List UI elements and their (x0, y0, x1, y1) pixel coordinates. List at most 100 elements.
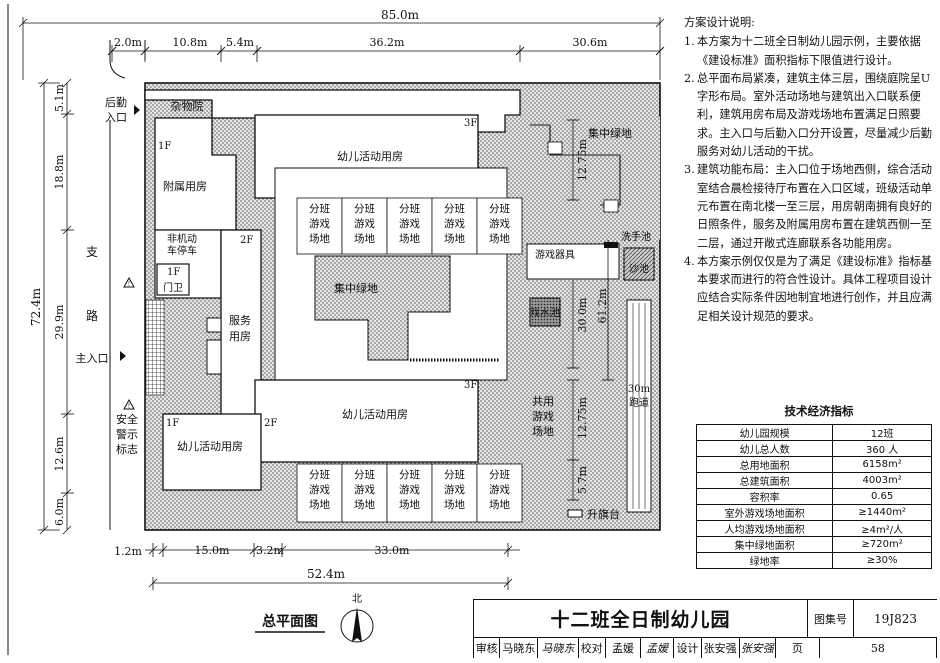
green-bench (603, 199, 619, 213)
atlas-label: 图集号 (808, 600, 854, 638)
play-field-label: 场地 (444, 232, 465, 245)
tech-value: ≥720m² (832, 536, 932, 553)
play-field-label: 场地 (489, 232, 510, 245)
play-field-label: 游戏 (489, 217, 510, 230)
green-bench (547, 141, 563, 155)
dim-inner: 12.75m (576, 138, 589, 180)
tech-value: 12班 (832, 424, 932, 441)
play-field-label: 场地 (354, 498, 375, 511)
dim-top-total: 85.0m (381, 8, 420, 22)
safety-label: 安全 (116, 412, 138, 426)
svg-text:!: ! (128, 403, 130, 410)
tech-row: 室外游戏场地面积≥1440m² (695, 504, 932, 521)
play-field-label: 分班 (444, 203, 465, 215)
play-field-label: 游戏 (444, 483, 465, 496)
play-equipment-area (526, 243, 620, 280)
title-block-cell: 审核 (474, 638, 501, 658)
tech-row: 绿地率≥30% (695, 552, 932, 569)
dim-bottom-seg: 3.2m (256, 544, 284, 557)
signature: 张安强 (740, 638, 776, 658)
title-block-cell: 校对 (579, 638, 606, 658)
atlas-number: 19J823 (854, 600, 937, 638)
title-block-cell: 58 (820, 638, 937, 658)
dim-left-seg: 6.0m (53, 497, 66, 525)
play-field-label: 分班 (399, 469, 420, 481)
floor-label: 3F (464, 380, 477, 391)
dim-top-seg: 10.8m (173, 36, 208, 49)
play-field-label: 场地 (444, 498, 465, 511)
dim-top-seg: 2.0m (114, 36, 142, 49)
sandpit (623, 247, 655, 281)
signature: 孟媛 (641, 638, 675, 658)
dim-bottom-seg: 33.0m (375, 544, 410, 557)
road (109, 40, 146, 530)
tech-item: 容积率 (695, 488, 834, 505)
dim-top-seg: 5.4m (226, 36, 254, 49)
play-field-label: 游戏 (309, 217, 330, 230)
shared-label: 场地 (532, 424, 554, 438)
sandpit-label: 沙池 (629, 262, 649, 275)
west-activity-label: 幼儿活动用房 (177, 440, 243, 453)
central-green (314, 255, 451, 361)
entrance-arrow-icon (120, 351, 126, 361)
title-block-cell: 孟媛 (606, 638, 642, 658)
guard-floor-label: 1F (167, 267, 180, 278)
bottom-dimension (145, 543, 520, 590)
north-arrow-icon (340, 607, 374, 643)
service-detail (206, 339, 222, 375)
runway-label: 30m (628, 384, 651, 395)
wash-basin (604, 242, 618, 248)
service-label: 服务 (229, 314, 251, 327)
play-field-label: 场地 (354, 232, 375, 245)
play-field-label: 分班 (444, 469, 465, 481)
tech-item: 幼儿总人数 (695, 440, 834, 457)
wash-label: 洗手池 (621, 230, 651, 243)
floor-label: 1F (158, 141, 171, 152)
tech-item: 总用地面积 (695, 456, 834, 473)
west-activity-building (162, 413, 262, 491)
play-field-label: 场地 (399, 498, 420, 511)
play-field-label: 游戏 (444, 217, 465, 230)
svg-text:!: ! (128, 281, 130, 288)
floor-label: 2F (264, 418, 277, 429)
dim-left-seg: 12.6m (53, 436, 66, 471)
north-activity-label: 幼儿活动用房 (337, 150, 403, 163)
floor-label: 1F (166, 418, 179, 429)
note-item: 4.本方案示例仅仅是为了满足《建设标准》指标基本要求而进行的符合性设计。具体工程… (684, 254, 932, 323)
central-green-label: 集中绿地 (334, 281, 378, 295)
service-detail (206, 317, 222, 333)
play-field-label: 游戏 (354, 217, 375, 230)
area-labels: 杂物院 附属用房 非机动 车停车 1F 门卫 服务 用房 幼儿活动用房 幼儿活动… (116, 99, 651, 521)
tech-value: ≥4m²/人 (832, 520, 932, 537)
service-building (220, 229, 262, 416)
pool-label: 戏水池 (530, 306, 560, 319)
back-entrance-label: 后勤 (105, 96, 127, 109)
tech-item: 集中绿地面积 (695, 536, 834, 553)
play-field-label: 分班 (309, 469, 330, 481)
dim-inner: 5.7m (576, 465, 589, 493)
equipment-label: 游戏器具 (535, 248, 575, 261)
wading-pool (529, 297, 561, 327)
south-activity-label: 幼儿活动用房 (342, 408, 408, 421)
dim-bottom-seg: 1.2m (114, 545, 142, 558)
play-field-label: 分班 (399, 203, 420, 215)
warning-icon: ! (123, 398, 135, 410)
dim-bottom-total: 52.4m (307, 567, 346, 581)
dim-bottom-seg: 15.0m (195, 544, 230, 557)
service-label: 用房 (229, 330, 251, 343)
flag-platform (567, 509, 583, 518)
safety-label: 警示 (116, 427, 138, 441)
tech-item: 室外游戏场地面积 (695, 504, 834, 521)
play-field-label: 分班 (354, 469, 375, 481)
title-block-cell: 页 (776, 638, 820, 658)
annex-label: 附属用房 (163, 179, 207, 193)
